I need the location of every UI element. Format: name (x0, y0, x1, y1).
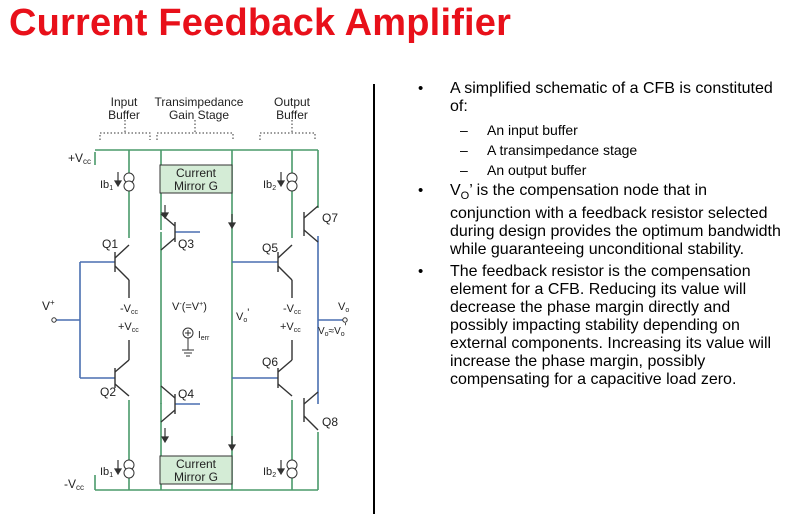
dash-marker: – (460, 122, 468, 138)
ib2-top-label: Ib2 (263, 179, 276, 192)
sub-item-text: A transimpedance stage (487, 142, 638, 158)
sub-item: – An input buffer (412, 120, 792, 140)
ib2-bottom-label: Ib2 (263, 466, 276, 479)
q8-label: Q8 (322, 415, 338, 429)
header-output-line1: Output (274, 95, 311, 109)
dash-marker: – (460, 142, 468, 158)
vo-terminal (342, 317, 348, 323)
blue-wires (55, 231, 345, 405)
current-mirror-top (159, 164, 233, 194)
sub-list: – An input buffer – A transimpedance stage… (412, 120, 792, 180)
pos-vcc-right-label: +Vcc (280, 321, 301, 334)
sub-item-text: An output buffer (487, 162, 587, 178)
vplus-label: V+ (42, 298, 55, 313)
header-input-line2: Buffer (108, 108, 140, 122)
transistors (114, 205, 319, 431)
error-current-source (182, 327, 194, 357)
bullet-text: The feedback resistor is the compensatio… (450, 263, 772, 389)
bullet-text: VO’ is the compensation node that in con… (450, 182, 781, 259)
green-wires (94, 150, 319, 490)
ib1-bottom-label: Ib1 (100, 466, 113, 479)
header-input-line1: Input (111, 95, 138, 109)
bullet-text: A simplified schematic of a CFB is const… (450, 80, 773, 115)
cfb-schematic: Input Buffer Transimpedance Gain Stage O… (42, 95, 349, 492)
bullet-marker: • (418, 80, 424, 97)
current-mirror-bottom (159, 455, 233, 485)
vo-approx-label: Vo≈Vo' (318, 322, 347, 338)
header-output-line2: Buffer (276, 108, 308, 122)
mirror-top-line1: Current (176, 166, 217, 180)
vertical-divider (373, 84, 375, 514)
pos-vcc-left-label: +Vcc (118, 321, 139, 334)
mirror-bottom-line2: Mirror G (174, 470, 218, 484)
bullet-list: • A simplified schematic of a CFB is con… (412, 80, 792, 393)
q5-label: Q5 (262, 241, 278, 255)
supply-rails (94, 149, 318, 491)
q6-label: Q6 (262, 355, 278, 369)
dash-marker: – (460, 162, 468, 178)
vo-prime-label: Vo' (236, 307, 249, 324)
slide-title: Current Feedback Amplifier (9, 2, 512, 44)
header-transimpedance-line2: Gain Stage (169, 108, 229, 122)
sub-item: – A transimpedance stage (412, 140, 792, 160)
q3-label: Q3 (178, 237, 194, 251)
bullet-cfb-schematic: • A simplified schematic of a CFB is con… (412, 80, 792, 116)
current-sources (123, 172, 298, 479)
mirror-bottom-line1: Current (176, 457, 217, 471)
q2-label: Q2 (100, 385, 116, 399)
vcc-bottom-label: -Vcc (64, 477, 84, 492)
header-transimpedance-line1: Transimpedance (155, 95, 244, 109)
neg-vcc-left-label: -Vcc (120, 303, 139, 316)
bullet-marker: • (418, 263, 424, 281)
vo-output-label: Vo (338, 301, 349, 314)
sub-item-text: An input buffer (487, 122, 578, 138)
bullet-compensation-node: • VO’ is the compensation node that in c… (412, 182, 792, 259)
q7-label: Q7 (322, 211, 338, 225)
sub-item: – An output buffer (412, 160, 792, 180)
neg-vcc-right-label: -Vcc (283, 303, 302, 316)
ierr-label: Ierr (198, 330, 210, 342)
bullet-marker: • (418, 182, 424, 199)
vcc-top-label: +Vcc (68, 151, 91, 166)
ib1-top-label: Ib1 (100, 179, 113, 192)
bullet-feedback-resistor: • The feedback resistor is the compensat… (412, 263, 792, 389)
vplus-terminal (51, 317, 57, 323)
q1-label: Q1 (102, 237, 118, 251)
q4-label: Q4 (178, 387, 194, 401)
mirror-top-line2: Mirror G (174, 179, 218, 193)
current-arrows (113, 172, 286, 476)
header-brackets (99, 120, 316, 140)
vminus-label: V-(=V+) (172, 301, 207, 313)
